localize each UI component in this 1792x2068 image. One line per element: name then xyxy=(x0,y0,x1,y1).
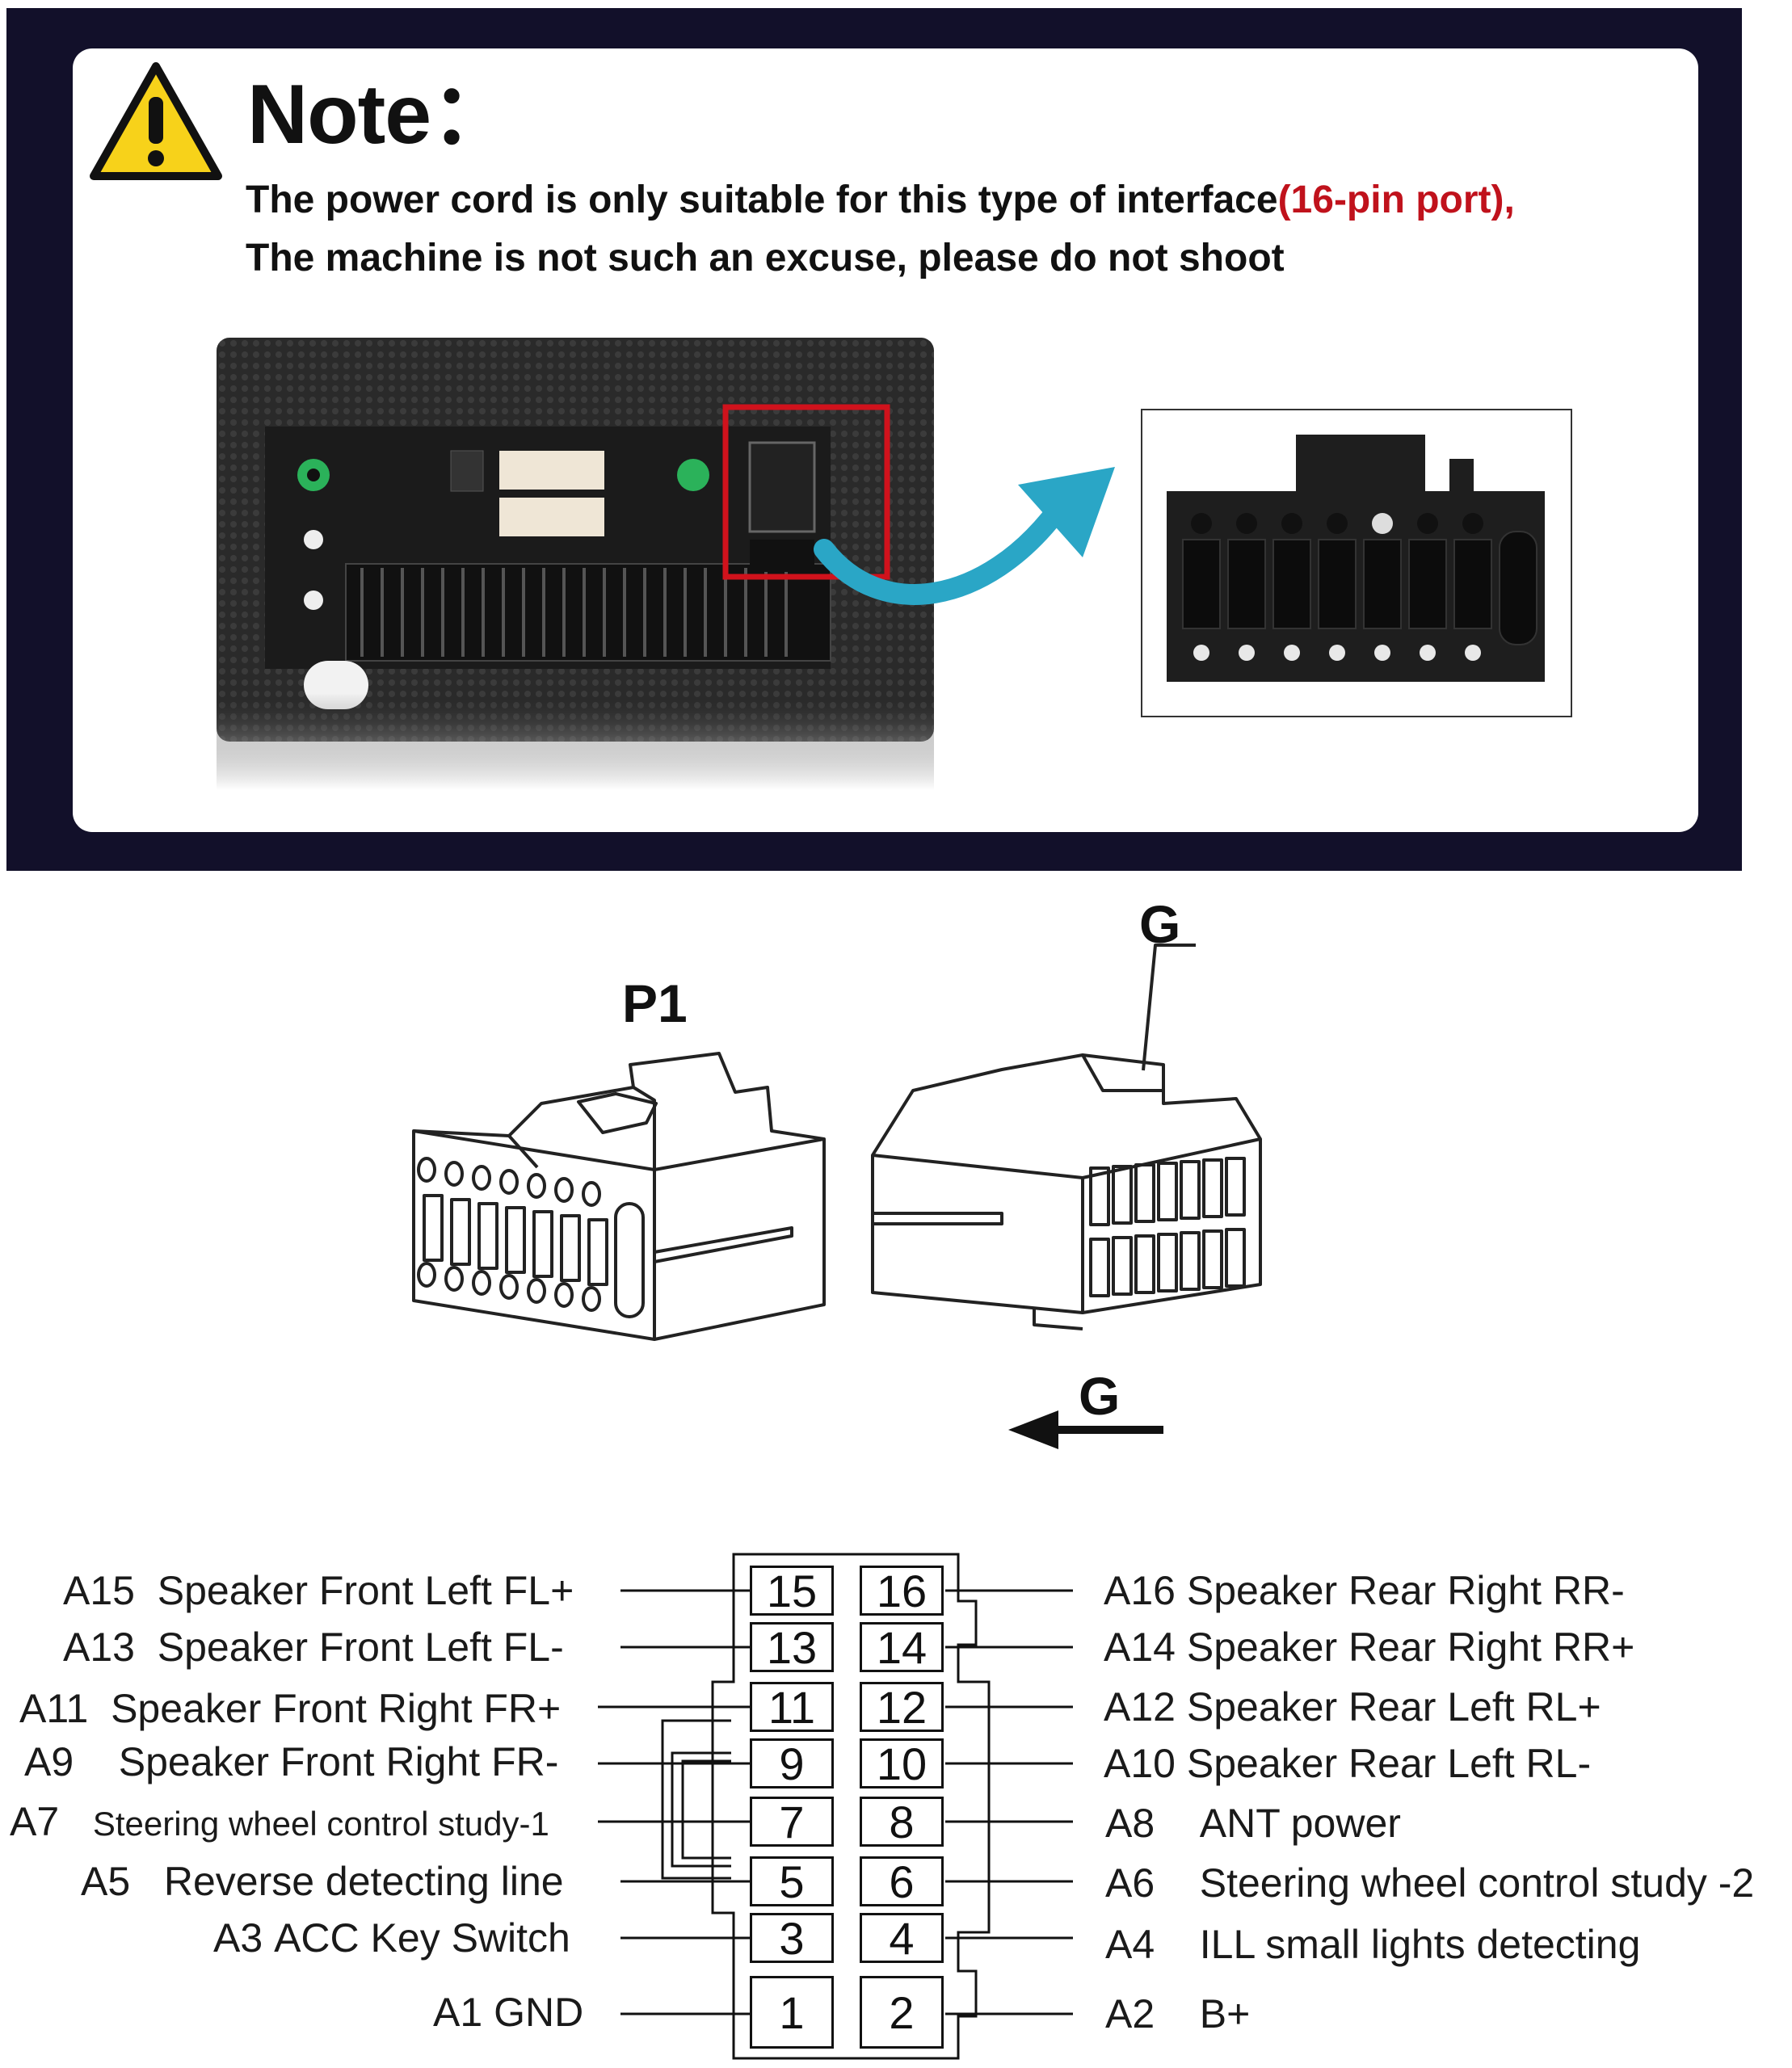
pin-id: A15 xyxy=(63,1568,135,1613)
pin-label-a8: A8 ANT power xyxy=(1105,1803,1401,1843)
pin-function: ACC Key Switch xyxy=(274,1915,570,1961)
curved-arrow-icon xyxy=(814,467,1115,605)
pin-label-a14: A14 Speaker Rear Right RR+ xyxy=(1104,1627,1634,1667)
note-line-1-accent: (16-pin port), xyxy=(1277,179,1515,221)
pin-id: A7 xyxy=(10,1799,60,1844)
pin-15: 15 xyxy=(750,1566,834,1616)
pin-id: A5 xyxy=(81,1859,131,1904)
sixteen-pin-connector-image xyxy=(1167,435,1545,682)
pin-6: 6 xyxy=(860,1856,944,1907)
connector-photo-box xyxy=(1141,409,1572,717)
pin-function: Speaker Front Left FL- xyxy=(157,1625,564,1670)
warning-triangle-icon xyxy=(90,62,222,180)
pin-12: 12 xyxy=(860,1682,944,1733)
pin-8: 8 xyxy=(860,1797,944,1847)
pin-id: A4 xyxy=(1105,1922,1155,1967)
pin-function: GND xyxy=(494,1990,584,2035)
pin-label-a15: A15 Speaker Front Left FL+ xyxy=(63,1570,574,1611)
pin-label-a7: A7 Steering wheel control study-1 xyxy=(10,1801,549,1842)
pin-1: 1 xyxy=(750,1976,834,2049)
pin-16: 16 xyxy=(860,1566,944,1616)
pin-id: A10 xyxy=(1104,1741,1176,1786)
pin-label-a16: A16 Speaker Rear Right RR- xyxy=(1104,1570,1625,1611)
pin-function: ILL small lights detecting xyxy=(1199,1922,1641,1967)
pin-label-a10: A10 Speaker Rear Left RL- xyxy=(1104,1743,1591,1784)
pin-id: A13 xyxy=(63,1625,135,1670)
note-line-1: The power cord is only suitable for this… xyxy=(246,178,1515,222)
pin-label-a2: A2 B+ xyxy=(1105,1994,1250,2034)
pin-id: A16 xyxy=(1104,1568,1176,1613)
pin-label-a13: A13 Speaker Front Left FL- xyxy=(63,1627,564,1667)
pin-function: B+ xyxy=(1199,1991,1251,2036)
head-unit-back-photo xyxy=(217,338,934,790)
pin-function: Speaker Rear Left RL- xyxy=(1186,1741,1592,1786)
pin-id: A2 xyxy=(1105,1991,1155,2036)
pin-5: 5 xyxy=(750,1856,834,1907)
pin-function: Speaker Rear Left RL+ xyxy=(1186,1684,1601,1730)
p1-label: P1 xyxy=(622,973,688,1033)
pin-14: 14 xyxy=(860,1622,944,1673)
pin-3: 3 xyxy=(750,1913,834,1964)
pin-function: Speaker Rear Right RR+ xyxy=(1186,1625,1635,1670)
pin-label-a11: A11 Speaker Front Right FR+ xyxy=(19,1688,561,1729)
pin-id: A3 xyxy=(213,1915,263,1961)
pin-id: A1 xyxy=(433,1990,483,2035)
pin-label-a12: A12 Speaker Rear Left RL+ xyxy=(1104,1687,1601,1727)
pin-function: Speaker Front Right FR+ xyxy=(111,1686,562,1731)
pin-function: Speaker Front Right FR- xyxy=(118,1739,559,1784)
pin-label-a5: A5 Reverse detecting line xyxy=(81,1861,564,1902)
pin-13: 13 xyxy=(750,1622,834,1673)
pin-10: 10 xyxy=(860,1738,944,1789)
pin-id: A12 xyxy=(1104,1684,1176,1730)
pin-label-a4: A4 ILL small lights detecting xyxy=(1105,1924,1640,1965)
pin-4: 4 xyxy=(860,1913,944,1964)
pin-function: Steering wheel control study-1 xyxy=(92,1805,549,1843)
g-label-top: G xyxy=(1139,894,1181,954)
pin-label-a1: A1 GND xyxy=(433,1992,583,2032)
pin-function: Reverse detecting line xyxy=(163,1859,564,1904)
connector-line-drawings xyxy=(412,944,1262,1449)
note-line-1-text: The power cord is only suitable for this… xyxy=(246,179,1278,221)
pin-function: ANT power xyxy=(1199,1801,1401,1846)
pin-2: 2 xyxy=(860,1976,944,2049)
pin-function: Speaker Front Left FL+ xyxy=(157,1568,574,1613)
pinout-wiring-lines xyxy=(598,1553,1073,2060)
pin-id: A11 xyxy=(19,1686,89,1731)
pin-id: A14 xyxy=(1104,1625,1176,1670)
pin-label-a3: A3 ACC Key Switch xyxy=(213,1918,570,1958)
pin-id: A6 xyxy=(1105,1860,1155,1906)
pin-label-a6: A6 Steering wheel control study -2 xyxy=(1105,1863,1754,1903)
g-label-arrow: G xyxy=(1079,1366,1121,1426)
note-line-2: The machine is not such an excuse, pleas… xyxy=(246,237,1285,280)
pin-9: 9 xyxy=(750,1738,834,1789)
pin-label-a9: A9 Speaker Front Right FR- xyxy=(24,1742,558,1782)
pin-7: 7 xyxy=(750,1797,834,1847)
pin-function: Steering wheel control study -2 xyxy=(1199,1860,1755,1906)
pin-id: A8 xyxy=(1105,1801,1155,1846)
pin-11: 11 xyxy=(750,1682,834,1733)
pin-id: A9 xyxy=(24,1739,74,1784)
note-title: Note： xyxy=(247,68,515,162)
pin-function: Speaker Rear Right RR- xyxy=(1186,1568,1625,1613)
